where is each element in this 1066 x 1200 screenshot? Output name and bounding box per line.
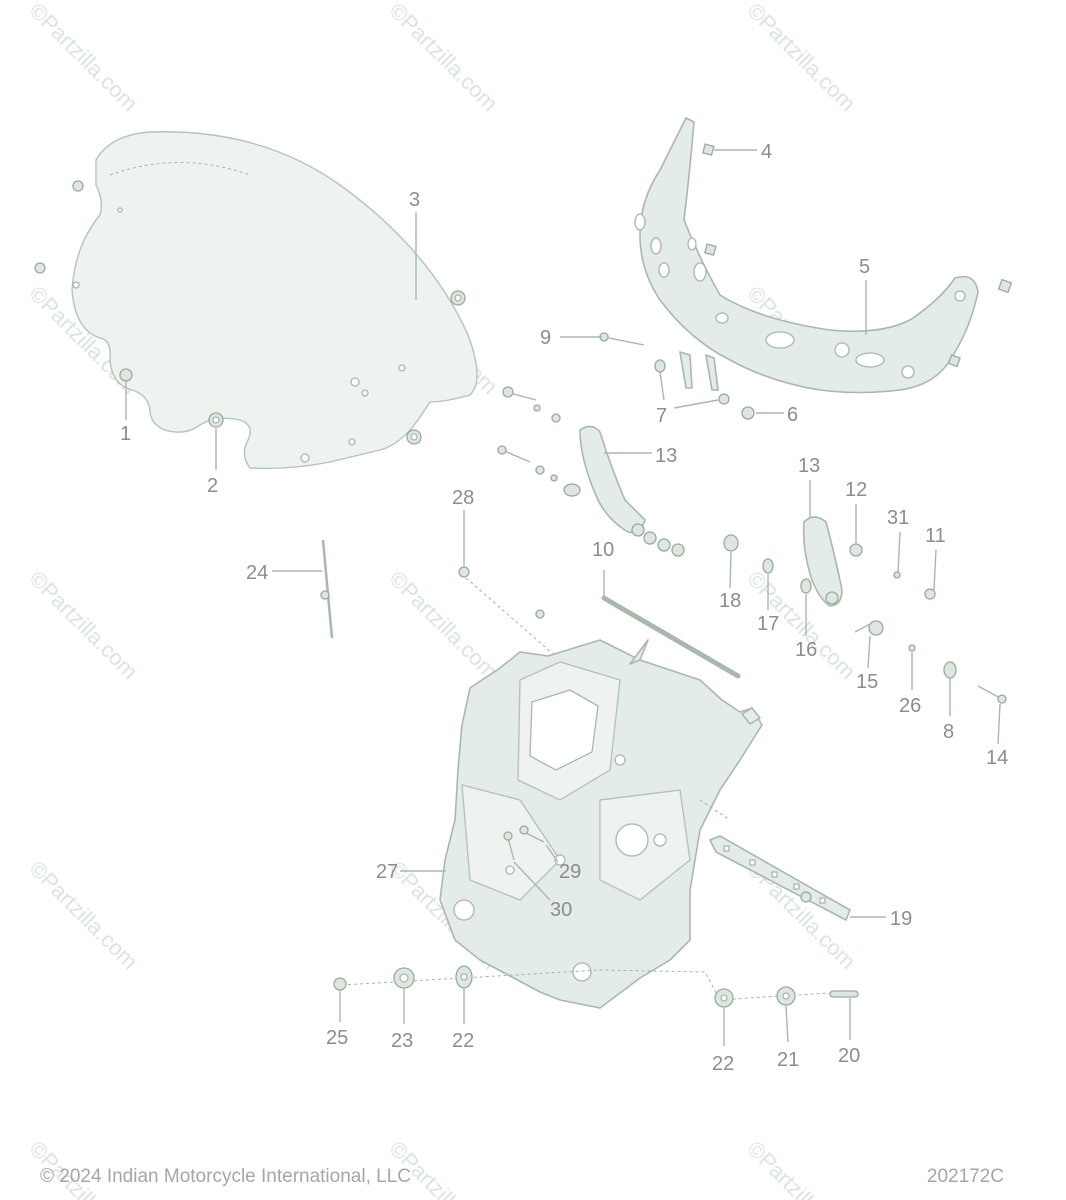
- part-15-spring[interactable]: [854, 620, 884, 636]
- callout-28: 28: [452, 487, 474, 509]
- part-29-bolt[interactable]: [519, 825, 545, 843]
- callout-12: 12: [845, 479, 867, 501]
- callout-22-left: 22: [452, 1030, 474, 1052]
- callout-19: 19: [890, 908, 912, 930]
- part-28-screw[interactable]: [458, 566, 561, 661]
- callout-11: 11: [925, 525, 946, 547]
- callout-20: 20: [838, 1045, 860, 1067]
- part-21-washer[interactable]: [776, 986, 796, 1006]
- callout-8: 8: [943, 721, 954, 743]
- copyright-notice: © 2024 Indian Motorcycle International, …: [40, 1166, 411, 1187]
- fairing-support-frame[interactable]: [439, 639, 763, 1009]
- callout-2: 2: [207, 475, 218, 497]
- part-19-bracket[interactable]: [699, 799, 851, 921]
- mount-arm-right[interactable]: [802, 516, 843, 607]
- windshield[interactable]: [71, 131, 478, 470]
- callout-31: 31: [887, 507, 909, 529]
- watermark: ©Partzilla.com: [742, 1136, 860, 1200]
- mount-arm-left[interactable]: [497, 386, 685, 557]
- windshield-bracket[interactable]: [634, 117, 979, 394]
- callout-1: 1: [120, 423, 131, 445]
- part-2-grommet[interactable]: [208, 290, 466, 445]
- callout-13-right: 13: [798, 455, 820, 477]
- callout-23: 23: [391, 1030, 413, 1052]
- watermark: ©Partzilla.com: [384, 0, 502, 116]
- part-6-nut[interactable]: [741, 406, 755, 420]
- part-16-oring[interactable]: [800, 578, 812, 594]
- diagram-code: 202172C: [926, 1166, 1004, 1187]
- part-25-nut[interactable]: [333, 977, 347, 991]
- part-12-bushing[interactable]: [849, 543, 863, 557]
- callout-leaders: [125, 149, 1001, 1046]
- callout-30: 30: [550, 899, 572, 921]
- part-22-grommet-right[interactable]: [714, 988, 734, 1008]
- part-22-grommet[interactable]: [455, 965, 473, 989]
- callout-27: 27: [376, 861, 398, 883]
- watermark: ©Partzilla.com: [24, 856, 142, 974]
- part-9-bolt[interactable]: [599, 332, 645, 346]
- callout-7: 7: [656, 405, 667, 427]
- part-1-screw[interactable]: [34, 180, 133, 382]
- part-24-cable[interactable]: [320, 539, 334, 639]
- callout-17: 17: [757, 613, 779, 635]
- callout-29: 29: [559, 861, 581, 883]
- callout-22-right: 22: [712, 1053, 734, 1075]
- callout-9: 9: [540, 327, 551, 349]
- callout-3: 3: [409, 189, 420, 211]
- part-26-pin[interactable]: [908, 644, 916, 652]
- callout-21: 21: [777, 1049, 799, 1071]
- callout-numbers: 1 2 3 4 5 6 7 8 9 10 11 12 13 13 14 15 1…: [120, 141, 1008, 1075]
- callout-24: 24: [246, 562, 268, 584]
- callout-6: 6: [787, 404, 798, 426]
- callout-10: 10: [592, 539, 614, 561]
- part-20-pin[interactable]: [829, 990, 859, 998]
- part-31-pin[interactable]: [893, 571, 901, 579]
- watermark: ©Partzilla.com: [24, 0, 142, 116]
- callout-5: 5: [859, 256, 870, 278]
- callout-14: 14: [986, 747, 1008, 769]
- part-11-screw[interactable]: [924, 588, 936, 600]
- part-23-washer[interactable]: [393, 967, 415, 989]
- callout-16: 16: [795, 639, 817, 661]
- callout-4: 4: [761, 141, 772, 163]
- watermark: ©Partzilla.com: [384, 566, 502, 684]
- watermark: ©Partzilla.com: [24, 566, 142, 684]
- part-14-bolt[interactable]: [977, 685, 1007, 704]
- part-8-grommet[interactable]: [943, 661, 957, 679]
- watermark: ©Partzilla.com: [742, 0, 860, 116]
- part-4-nut[interactable]: [702, 143, 1013, 368]
- callout-26: 26: [899, 695, 921, 717]
- callout-15: 15: [856, 671, 878, 693]
- part-10-rod[interactable]: [601, 595, 741, 679]
- callout-13-left: 13: [655, 445, 677, 467]
- part-30-bolt[interactable]: [503, 831, 515, 861]
- callout-25: 25: [326, 1027, 348, 1049]
- callout-18: 18: [719, 590, 741, 612]
- part-17-oring[interactable]: [762, 558, 774, 574]
- part-18-bushing[interactable]: [723, 534, 739, 552]
